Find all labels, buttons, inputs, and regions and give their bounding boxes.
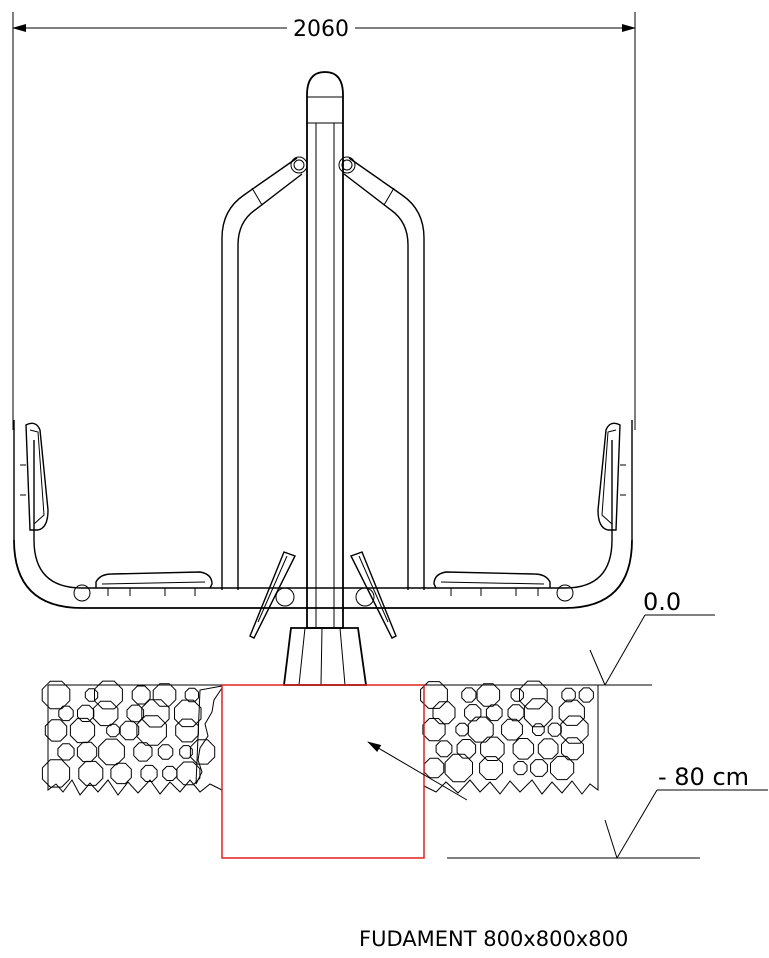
pivot-right <box>338 156 356 174</box>
gravel-stone <box>119 720 140 741</box>
right-backrest <box>597 422 626 531</box>
gravel-stone <box>530 759 548 777</box>
gravel-stone <box>464 704 482 722</box>
gravel-stone <box>422 718 446 742</box>
gravel-stone <box>179 745 193 759</box>
gravel-stone <box>152 683 177 707</box>
gravel-right <box>420 680 594 783</box>
gravel-stone <box>456 739 477 759</box>
gravel-stone <box>550 755 575 781</box>
gravel-left <box>41 680 216 788</box>
gravel-stone <box>41 759 71 788</box>
left-arm-frame <box>221 157 303 590</box>
left-seat <box>95 571 213 596</box>
base-frame <box>13 420 633 609</box>
gravel-stone <box>461 687 477 703</box>
gravel-stone <box>133 742 153 762</box>
gravel-stone <box>432 701 456 725</box>
gravel-stone <box>501 718 523 741</box>
gravel-stone <box>537 738 559 760</box>
gravel-stone <box>479 756 503 780</box>
gravel-stone <box>512 738 535 760</box>
gravel-stone <box>519 680 548 710</box>
gravel-stone <box>84 688 99 702</box>
soil-left <box>41 680 223 796</box>
gravel-stone <box>92 700 119 727</box>
gravel-stone <box>485 704 503 722</box>
gravel-stone <box>467 716 494 743</box>
central-post <box>282 71 368 686</box>
gravel-stone <box>44 719 68 742</box>
gravel-stone <box>480 736 505 761</box>
right-arm-frame <box>343 157 425 590</box>
gravel-stone <box>523 698 553 728</box>
gravel-stone <box>136 715 167 746</box>
foundation-block <box>221 684 425 859</box>
foundation-callout: FUDAMENT 800x800x800 <box>359 741 628 951</box>
pivot-left <box>290 156 308 174</box>
gravel-stone <box>131 685 151 705</box>
gravel-stone <box>455 722 469 737</box>
gravel-stone <box>507 704 525 722</box>
gravel-stone <box>547 722 562 737</box>
gravel-stone <box>141 699 170 728</box>
depth-level-mark: - 80 cm <box>447 763 768 859</box>
gravel-stone <box>78 760 104 786</box>
gravel-stone <box>184 687 199 703</box>
gravel-stone <box>423 757 445 779</box>
gravel-stone <box>57 743 75 761</box>
gravel-stone <box>76 741 98 763</box>
gravel-stone <box>532 723 545 736</box>
gravel-stone <box>561 687 576 703</box>
gravel-stone <box>435 740 453 758</box>
width-dimension-text: 2060 <box>293 17 349 42</box>
exercise-machine <box>13 71 633 686</box>
soil-right <box>420 680 599 795</box>
gravel-stone <box>175 718 199 743</box>
ground-level-label: 0.0 <box>643 588 681 616</box>
gravel-stone <box>94 680 123 710</box>
foundation-callout-text: FUDAMENT 800x800x800 <box>359 927 628 951</box>
callout-leader-arrow <box>367 741 468 801</box>
right-lever <box>350 551 397 639</box>
gravel-stone <box>420 681 448 709</box>
gravel-stone <box>189 739 216 765</box>
right-seat <box>433 571 551 596</box>
gravel-stone <box>69 717 96 744</box>
gravel-stone <box>77 704 95 722</box>
gravel-stone <box>558 699 585 726</box>
gravel-stone <box>162 765 178 781</box>
gravel-stone <box>513 761 528 776</box>
gravel-stone <box>560 715 589 744</box>
gravel-stone <box>510 688 524 702</box>
gravel-stone <box>561 737 584 761</box>
gravel-stone <box>126 704 145 723</box>
gravel-stone <box>578 687 594 703</box>
gravel-stone <box>140 764 158 782</box>
left-backrest <box>20 422 49 531</box>
gravel-stone <box>174 699 202 728</box>
gravel-stone <box>157 744 174 760</box>
depth-level-label: - 80 cm <box>658 763 749 791</box>
gravel-stone <box>98 738 125 766</box>
gravel-stone <box>58 705 74 722</box>
gravel-stone <box>110 762 132 785</box>
ground-level-mark: 0.0 <box>589 588 715 686</box>
gravel-stone <box>476 683 501 707</box>
gravel-stone <box>106 723 120 738</box>
left-lever <box>249 551 296 639</box>
gravel-stone <box>41 680 71 710</box>
gravel-stone <box>176 761 201 786</box>
width-dimension: 2060 <box>12 12 636 430</box>
gravel-stone <box>444 753 473 783</box>
